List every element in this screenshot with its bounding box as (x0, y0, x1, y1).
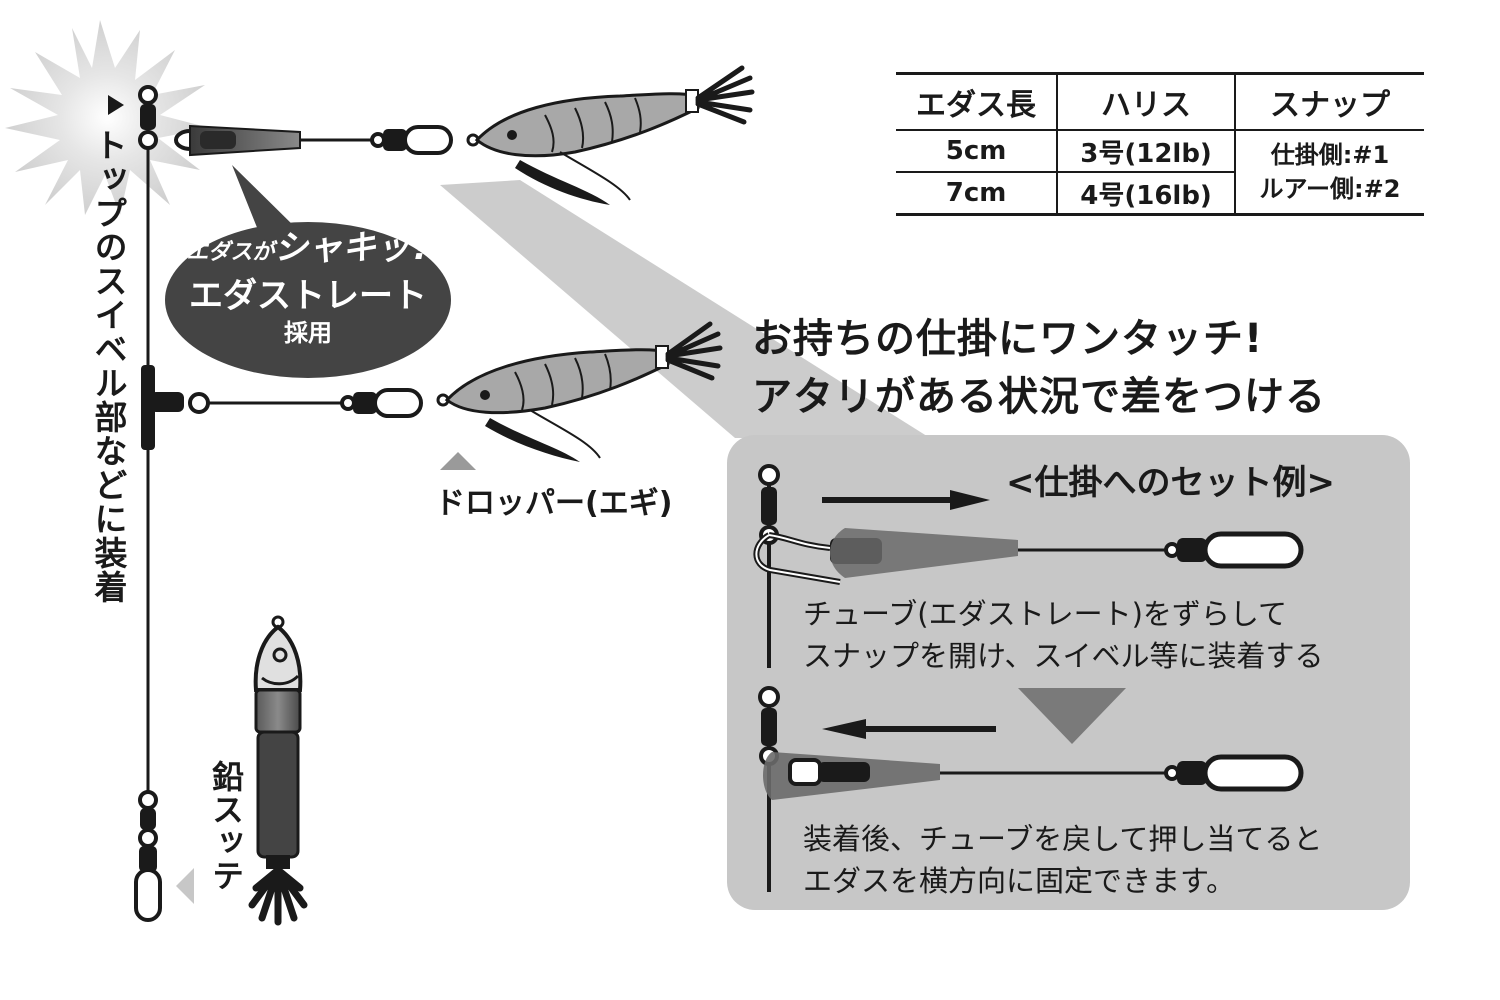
mount-label-vertical: トップのスイベル部などに装着 (89, 128, 128, 604)
cell-harisu: 3号(12lb) (1057, 130, 1236, 173)
snap-line2: ルアー側:#2 (1259, 175, 1401, 203)
speech-bubble (165, 165, 451, 378)
pointer-arrow (108, 95, 124, 115)
step1-line1: チューブ(エダストレート)をずらして (803, 597, 1288, 631)
snap-line1: 仕掛側:#1 (1270, 141, 1390, 169)
egi-lure-dropper (436, 321, 723, 462)
cell-length: 5cm (896, 130, 1059, 173)
dropper-pointer (440, 452, 476, 470)
step2-caption: 装着後、チューブを戻して押し当てると エダスを横方向に固定できます。 (803, 818, 1322, 902)
header-edasu-length: エダス長 (896, 72, 1059, 131)
headline-line2: アタリがある状況で差をつける (752, 374, 1326, 420)
egi-lure-top (466, 65, 755, 205)
step1-illustration (753, 464, 1304, 668)
bubble-text: エダスがシャキッ! エダストレート 採用 (170, 228, 446, 348)
step2-line2: エダスを横方向に固定できます。 (803, 864, 1236, 898)
cell-harisu: 4号(16lb) (1057, 172, 1236, 216)
down-arrow-icon (1018, 688, 1126, 744)
table-row: 7cm 4号(16lb) (896, 172, 1424, 216)
bottom-swivel (134, 790, 162, 922)
headline-line1: お持ちの仕掛にワンタッチ! (752, 316, 1264, 362)
dropper-branch (141, 365, 423, 450)
sinker-pointer (176, 868, 194, 904)
spec-table-header: エダス長 ハリス スナップ (896, 72, 1424, 131)
header-snap: スナップ (1234, 72, 1424, 131)
header-harisu: ハリス (1057, 72, 1236, 131)
step2-illustration (758, 686, 1304, 892)
step1-line2: スナップを開け、スイベル等に装着する (803, 639, 1324, 673)
top-swivel (138, 85, 158, 150)
top-branch (174, 124, 453, 157)
zoom-beam (440, 180, 930, 438)
step2-line1: 装着後、チューブを戻して押し当てると (803, 822, 1323, 856)
sinker-label-vertical: 鉛スッテ (207, 760, 245, 892)
setup-example-panel (727, 435, 1410, 910)
bubble-line2: エダストレート (189, 276, 427, 316)
cell-length: 7cm (896, 172, 1059, 216)
dropper-label: ドロッパー(エギ) (435, 486, 673, 521)
cell-snap: 仕掛側:#1 ルアー側:#2 (1234, 130, 1424, 216)
step1-caption: チューブ(エダストレート)をずらして スナップを開け、スイベル等に装着する (803, 593, 1324, 677)
spec-table: エダス長 ハリス スナップ 5cm 3号(12lb) 仕掛側:#1 ルアー側:#… (896, 72, 1424, 216)
bubble-line3: 採用 (284, 319, 332, 347)
sinker-sutte (248, 615, 308, 926)
starburst-highlight (5, 20, 210, 215)
panel-title: <仕掛へのセット例> (1006, 463, 1335, 503)
table-row: 5cm 3号(12lb) 仕掛側:#1 ルアー側:#2 (896, 130, 1424, 216)
